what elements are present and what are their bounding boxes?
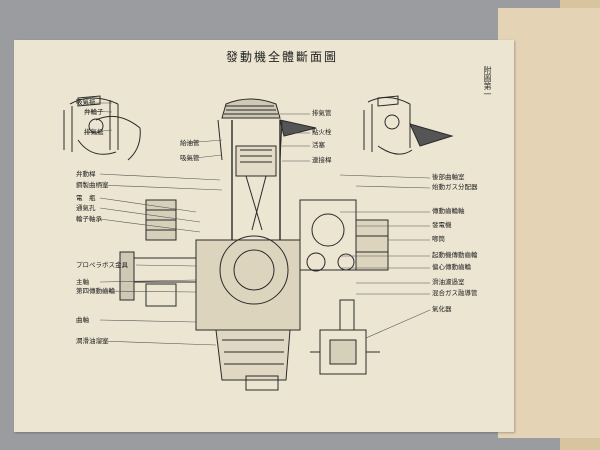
figure-number: 附圖第一	[483, 66, 492, 98]
leader-lines-right	[280, 113, 431, 339]
valve-detail-left	[63, 95, 141, 161]
label-rear-crankcase: 後部曲軸室	[432, 173, 465, 181]
label-battery: 電 瓶	[76, 194, 96, 202]
label-intake-pipe: 吸氣管	[180, 154, 200, 162]
label-piston: 活塞	[312, 141, 325, 149]
diagram-title: 發動機全體斷面圖	[226, 50, 339, 64]
label-oil-reservoir: 潤滑油溜室	[76, 337, 109, 345]
label-oil-feed-pipe: 給油管	[180, 139, 200, 147]
leader-lines-left	[83, 102, 223, 346]
valve-detail-right	[363, 95, 454, 155]
label-starter-drive-gear: 起動機傳動齒輪	[432, 251, 478, 259]
label-steel-crankcase: 鋼製曲柄室	[76, 181, 109, 189]
label-exhaust-pipe: 排氣管	[312, 109, 332, 117]
label-oil-filter-chamber: 滑油濾過室	[432, 278, 465, 286]
label-carburettor: 氣化器	[432, 305, 452, 313]
oil-sump	[215, 329, 291, 391]
label-propeller-boss-fitting: プロペラボス金具	[76, 261, 128, 269]
gear-train	[299, 199, 389, 272]
label-valve-roller: 弁輪子	[84, 108, 104, 116]
label-exhaust-valve: 排氣挺	[84, 128, 104, 136]
label-pump: 喞筒	[432, 235, 445, 243]
label-roller-bearing: 輪子軸承	[76, 215, 102, 223]
backing-board	[498, 8, 600, 438]
cylinder-head	[217, 98, 317, 161]
label-generator: 發電機	[432, 221, 452, 229]
crankcase	[119, 199, 301, 331]
label-spark-plug: 點火栓	[312, 128, 332, 136]
label-drive-gear-shaft: 傳動齒輪軸	[432, 207, 465, 215]
label-crankshaft: 曲軸	[76, 316, 89, 324]
carburettor	[310, 299, 380, 375]
label-main-shaft: 主軸	[76, 278, 89, 286]
label-vent-hole: 通氣孔	[76, 204, 96, 212]
label-starter-gas-distributor: 始動ガス分配器	[432, 183, 478, 191]
label-connecting-rod: 連接桿	[312, 156, 332, 164]
label-fourth-drive-gear: 第四傳動齒輪	[76, 287, 115, 295]
label-eccentric-drive-gear: 偏心傳動齒輪	[432, 263, 471, 271]
label-mixture-gas-pipe: 混合ガス融導管	[432, 289, 478, 297]
label-intake-valve: 吸氣挺	[76, 98, 96, 106]
cylinder-and-piston	[231, 120, 281, 240]
label-valve-rod: 弁動桿	[76, 170, 96, 178]
